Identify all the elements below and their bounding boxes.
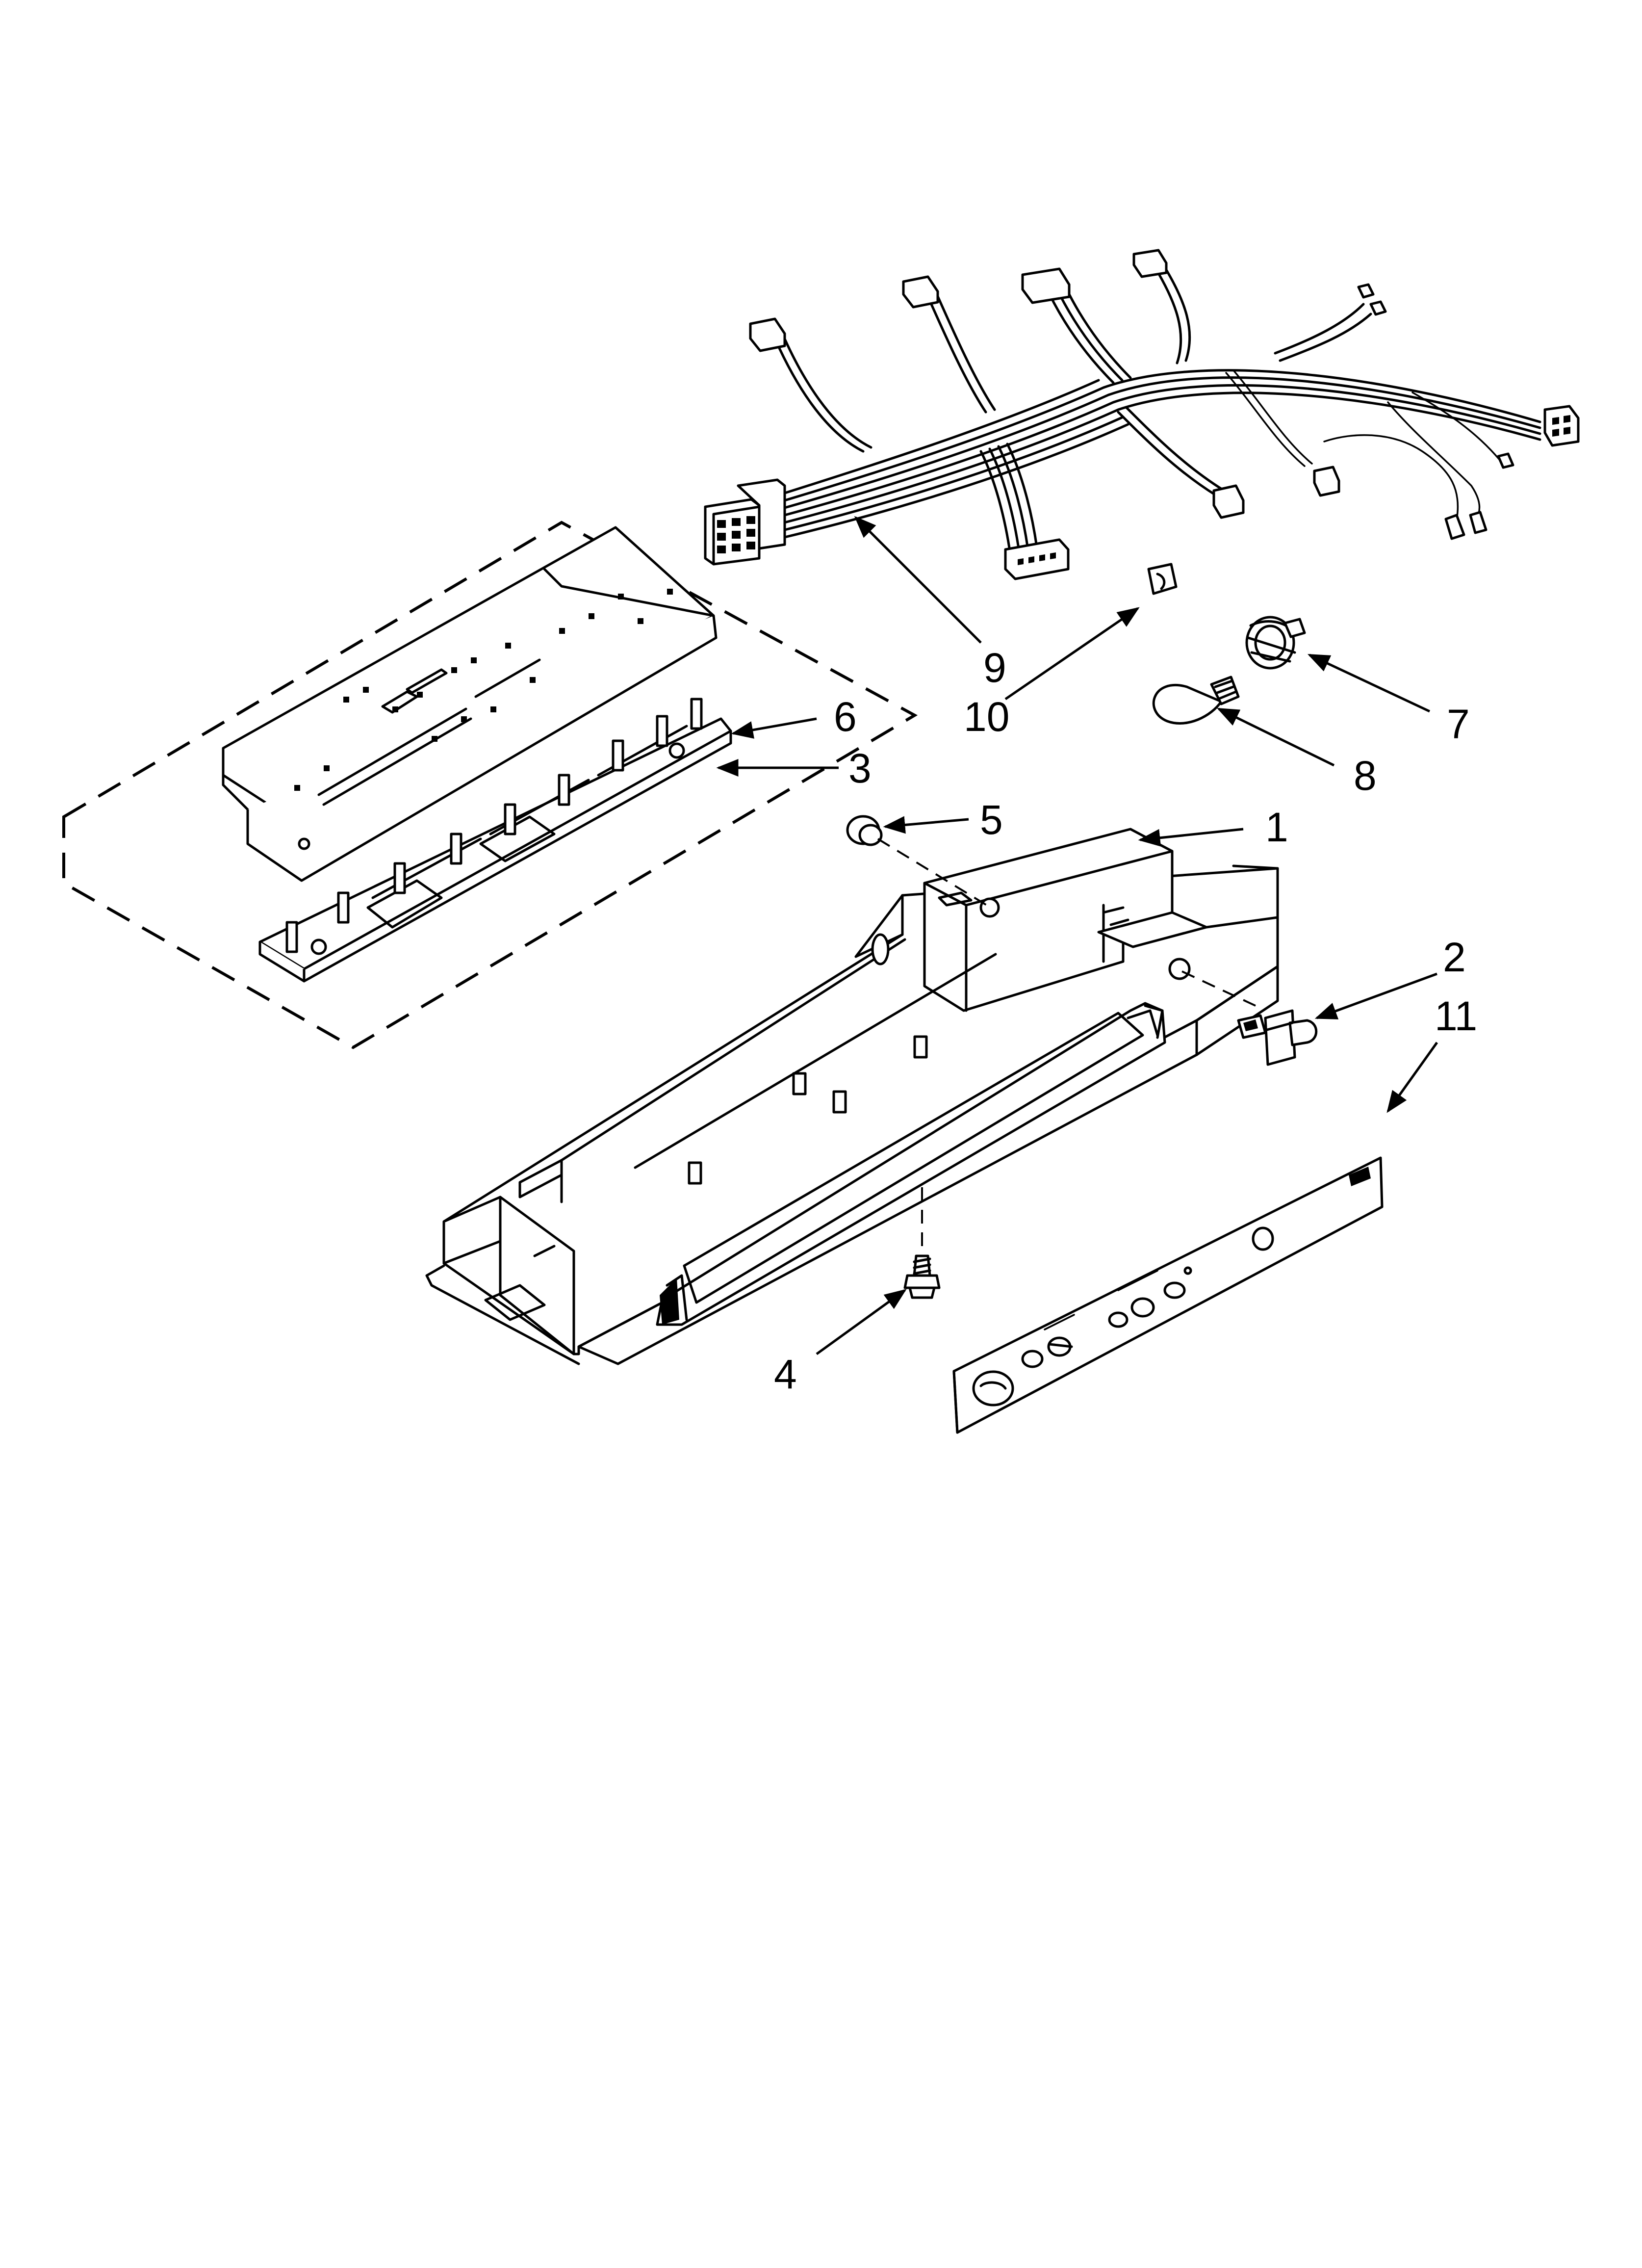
leader-1 [1138, 828, 1244, 847]
leader-7 [1307, 653, 1431, 713]
leader-2 [1314, 972, 1437, 1019]
callout-9: 9 [983, 645, 1006, 691]
part-1-control-housing [425, 828, 1279, 1365]
part-10-wire-clip [1147, 563, 1178, 595]
callout-11: 11 [1435, 993, 1477, 1039]
part-11-control-overlay [952, 1156, 1384, 1434]
leader-5 [883, 816, 969, 834]
leader-8 [1216, 707, 1335, 767]
leader-4 [816, 1289, 907, 1356]
leader-lines [716, 516, 1438, 1356]
part-3-control-board [222, 526, 718, 882]
callout-3: 3 [848, 745, 872, 791]
callout-7: 7 [1447, 701, 1470, 747]
part-2-door-switch [1237, 1009, 1318, 1066]
wire-harness [704, 249, 1580, 580]
callout-6: 6 [834, 694, 857, 740]
part-8-light-bulb [1152, 676, 1240, 725]
callout-8: 8 [1354, 753, 1377, 799]
callout-labels: 1 2 3 4 5 6 7 8 9 10 11 [774, 645, 1477, 1397]
alignment-line-2 [1181, 970, 1256, 1007]
harness-main-connector [704, 478, 786, 566]
callout-2: 2 [1443, 934, 1466, 980]
part-7-lamp-socket [1245, 616, 1306, 670]
callout-1: 1 [1265, 804, 1288, 850]
callout-10: 10 [964, 694, 1009, 740]
leader-9 [854, 516, 982, 644]
part-5-grommet [846, 815, 883, 846]
part-4-screw [903, 1254, 941, 1299]
leader-6 [731, 717, 817, 739]
harness-wire-bundle [773, 263, 1541, 556]
control-board-assembly-outline [62, 521, 918, 1049]
leader-11 [1386, 1042, 1438, 1113]
leader-10 [1004, 607, 1140, 701]
callout-5: 5 [980, 797, 1003, 843]
harness-connectors [749, 249, 1580, 580]
callout-4: 4 [774, 1351, 797, 1397]
part-6-button-frame [258, 698, 732, 983]
